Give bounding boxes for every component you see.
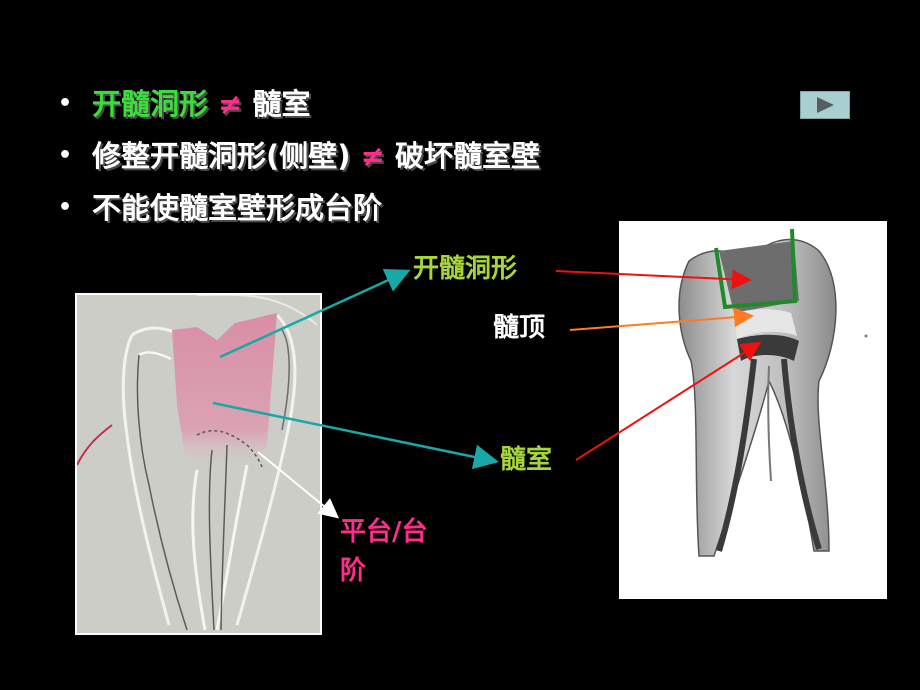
label-ledge: 平台/台阶 — [340, 517, 428, 586]
bullet-2-part-1: 修整开髓洞形(侧壁) — [92, 139, 351, 173]
bullet-2-part-3: 破坏髓室壁 — [395, 139, 541, 173]
tooth-sketch-right — [619, 221, 887, 599]
bullet-item-1: • 开髓洞形 ≠ 髓室 — [58, 82, 540, 134]
tooth-illustration-right — [619, 221, 887, 599]
bullet-item-3: • 不能使髓室壁形成台阶 — [58, 186, 540, 238]
label-access-cavity: 开髓洞形 — [413, 254, 518, 284]
bullet-item-2: • 修整开髓洞形(侧壁) ≠ 破坏髓室壁 — [58, 134, 540, 186]
bullet-dot-icon: • — [58, 143, 73, 168]
tooth-sketch-left — [77, 295, 320, 633]
label-pulp-roof: 髓顶 — [493, 313, 546, 343]
bullet-dot-icon: • — [58, 195, 73, 220]
next-slide-button[interactable] — [800, 91, 850, 119]
play-triangle-icon — [817, 97, 834, 113]
bullet-1-part-3: 髓室 — [252, 87, 311, 121]
bullet-1-part-2: ≠ — [208, 87, 253, 121]
bullet-dot-icon: • — [58, 91, 73, 116]
bullet-1-part-1: 开髓洞形 — [92, 87, 209, 121]
tooth-diagram-left — [75, 293, 322, 635]
bullet-3-part-1: 不能使髓室壁形成台阶 — [92, 191, 383, 225]
label-pulp-chamber: 髓室 — [500, 445, 553, 475]
bullet-2-part-2: ≠ — [350, 139, 396, 173]
bullet-list: • 开髓洞形 ≠ 髓室 • 修整开髓洞形(侧壁) ≠ 破坏髓室壁 • 不能使髓室… — [58, 82, 540, 238]
